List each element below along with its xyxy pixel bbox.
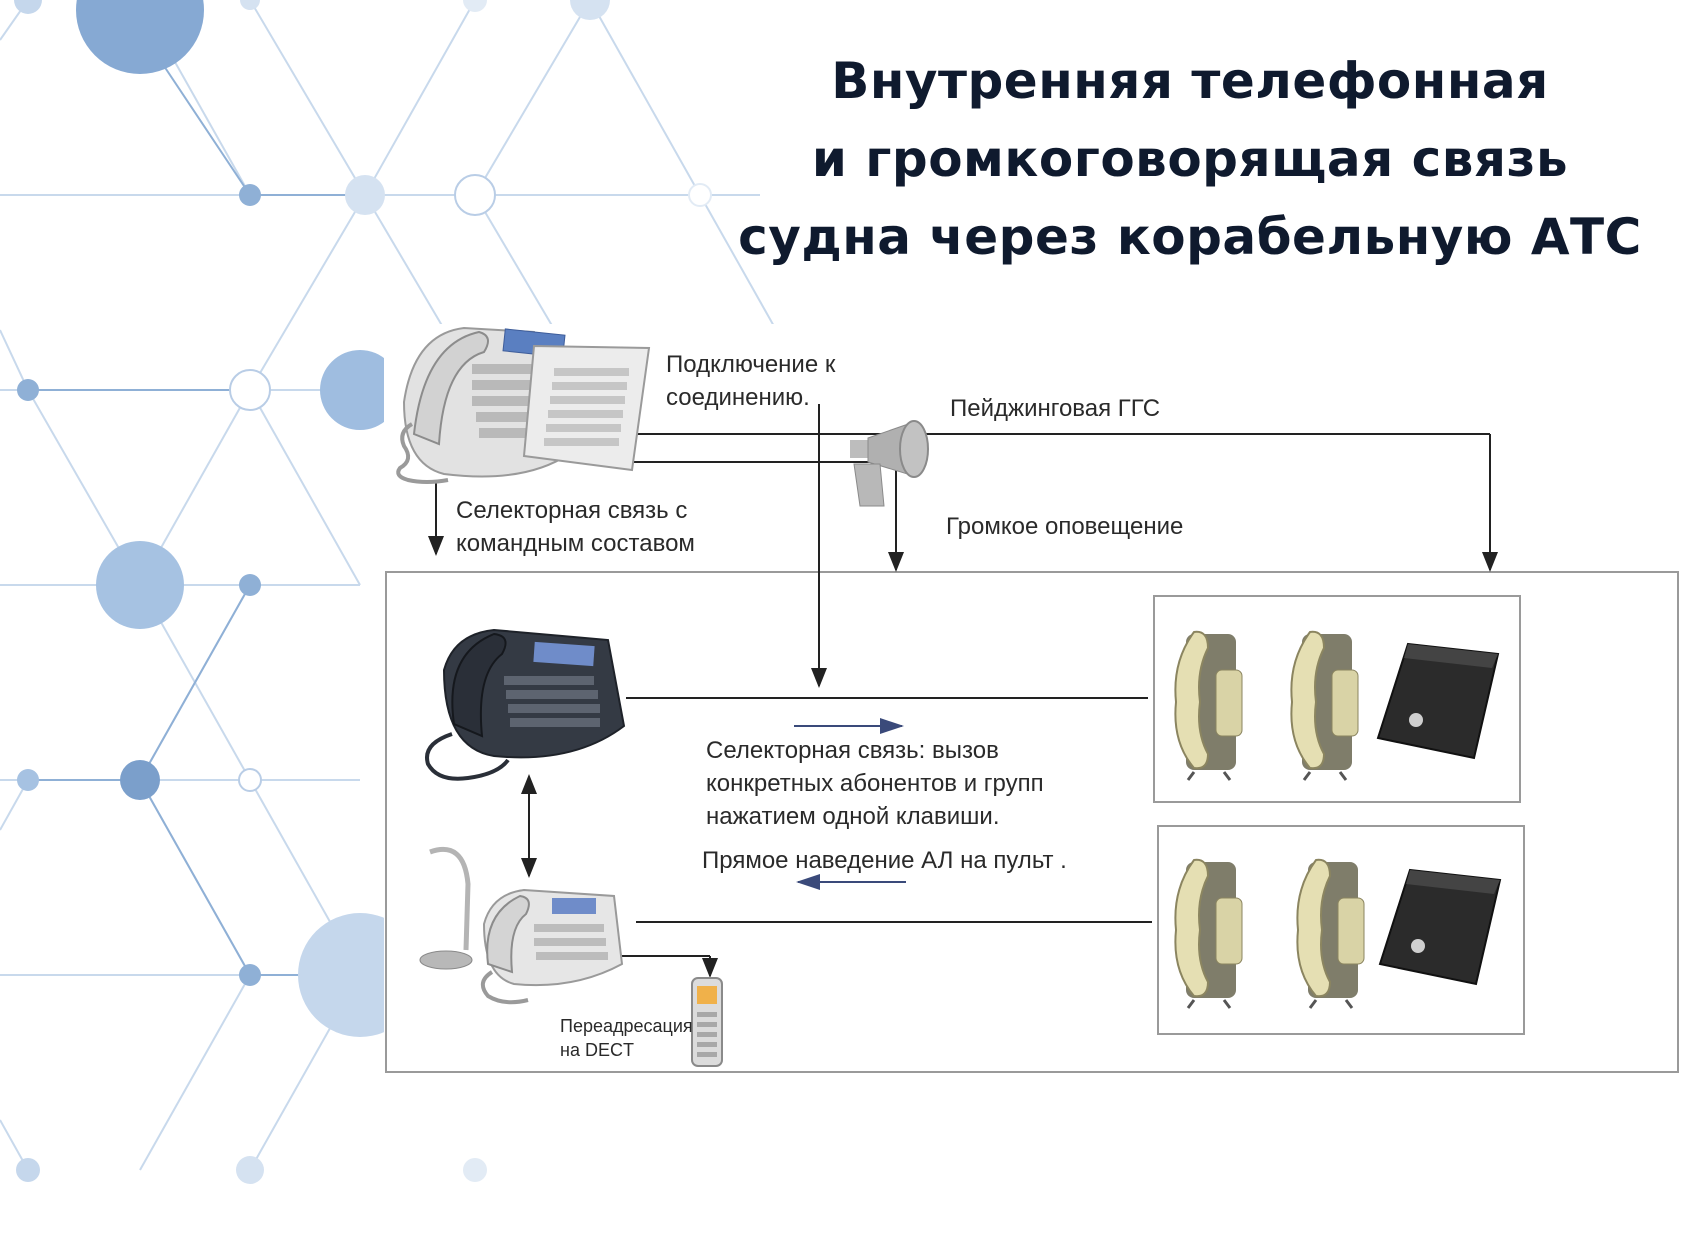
wall-phone-icon — [1296, 858, 1365, 1009]
title-line-1: Внутренняя телефонная — [831, 52, 1549, 110]
wall-group-top — [1153, 595, 1521, 803]
label-loud-announcement: Громкое оповещение — [946, 513, 1184, 540]
label-dect-forwarding: Переадресация на DECT — [560, 1016, 693, 1060]
system-phone-icon — [396, 326, 651, 484]
wall-group-bottom — [1157, 825, 1525, 1035]
dect-handset-icon — [691, 977, 723, 1067]
diagram-drawing — [385, 326, 1679, 1073]
title-line-2: и громкоговорящая связь — [811, 130, 1569, 188]
wall-phone-icon — [1174, 630, 1243, 781]
wall-phone-icon — [1290, 630, 1359, 781]
label-selector-command: Селекторная связь с командным составом — [456, 497, 695, 557]
ship-frame — [385, 571, 1679, 1073]
dark-phone-icon — [425, 628, 626, 781]
label-direct-routing: Прямое наведение АЛ на пульт . — [702, 847, 1067, 874]
gooseneck-mic-icon — [419, 846, 473, 970]
title-line-3: судна через корабельную АТС — [738, 208, 1642, 266]
page-title: Внутренняя телефонная и громкоговорящая … — [720, 42, 1660, 276]
connection-lines — [428, 404, 1498, 978]
label-selector-call: Селекторная связь: вызов конкретных абон… — [706, 737, 1044, 830]
label-paging: Пейджинговая ГГС — [950, 395, 1161, 422]
communication-diagram: Подключение к соединению. Пейджинговая Г… — [384, 324, 1684, 1156]
label-connect: Подключение к соединению. — [666, 351, 836, 411]
console-phone-icon — [480, 888, 624, 1005]
wall-phone-icon — [1174, 858, 1243, 1009]
horn-speaker-icon — [850, 420, 929, 507]
black-box-icon — [1376, 642, 1500, 760]
black-box-icon — [1378, 868, 1502, 986]
